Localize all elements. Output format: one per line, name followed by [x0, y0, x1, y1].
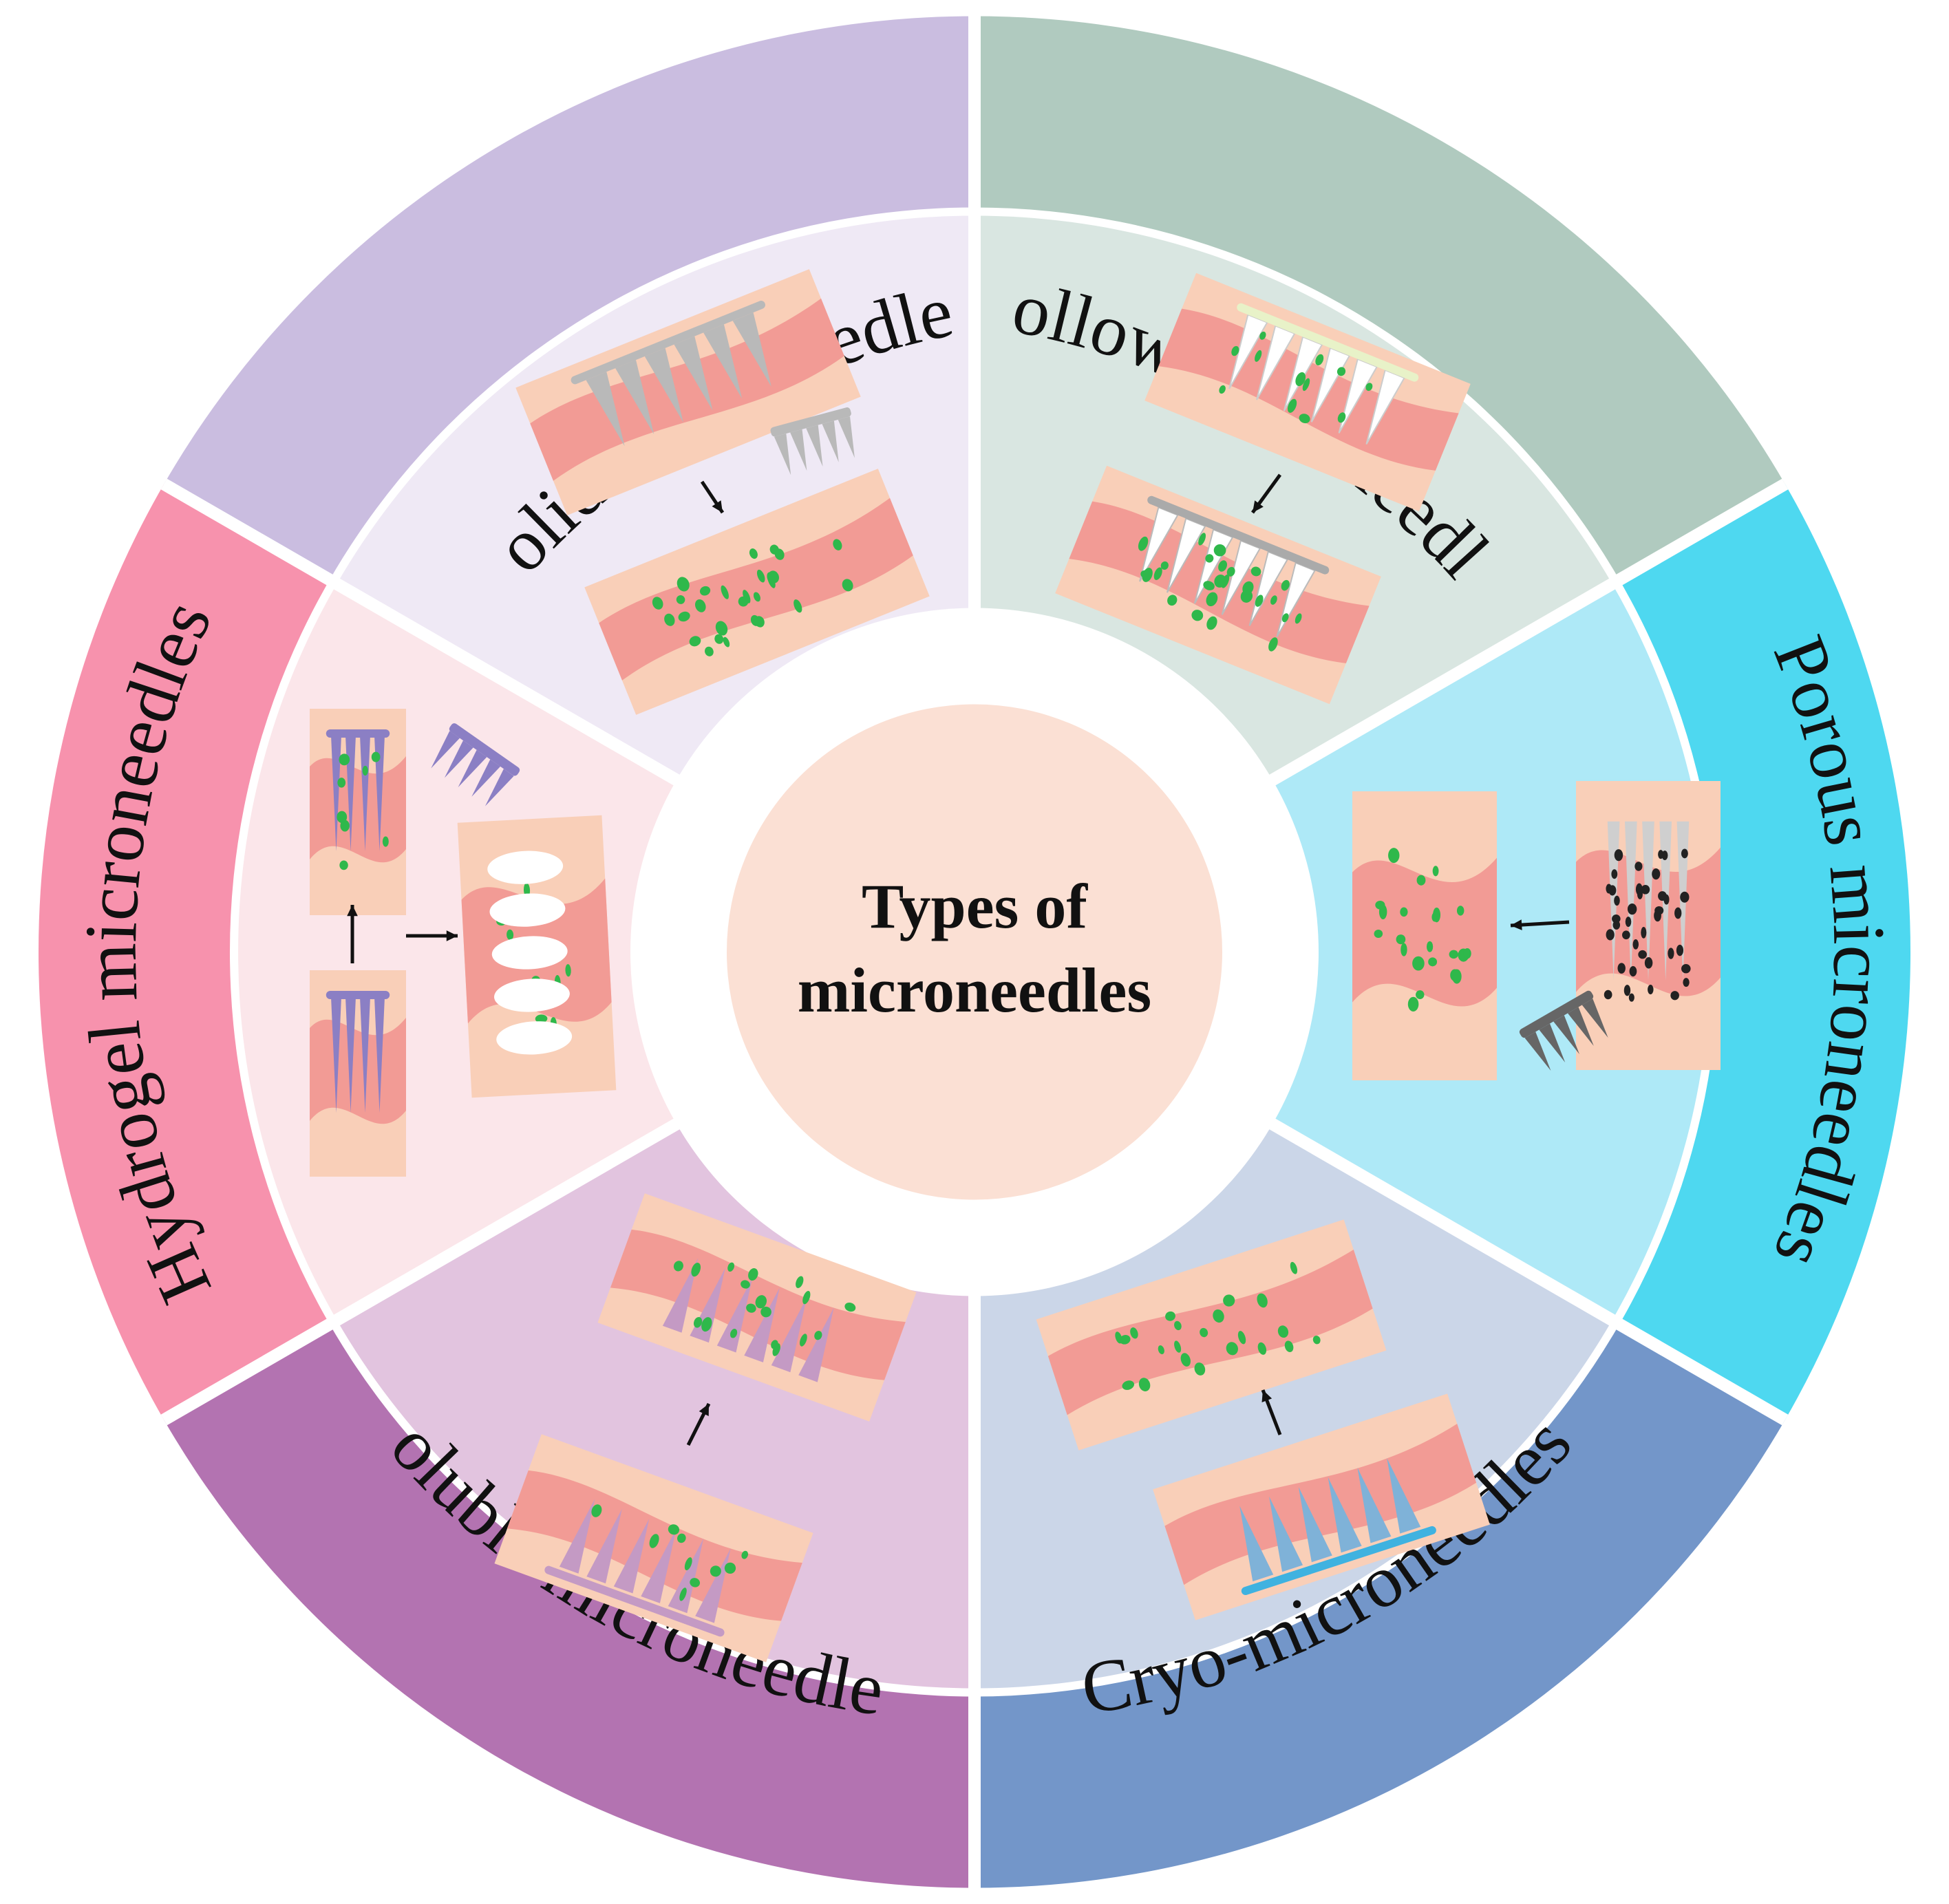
cryo-icon-step2 [1036, 1219, 1387, 1451]
hollow-icon-step1 [1144, 272, 1471, 512]
cryo-icon-step1 [1153, 1393, 1490, 1620]
hydrogel-arrow-right [406, 930, 458, 941]
hydrogel-icon-step1 [310, 970, 406, 1177]
solid-icon-step2 [584, 469, 930, 715]
hydrogel-icon-step3 [457, 815, 617, 1098]
hydrogel-needle-patch-icon [431, 723, 520, 806]
solid-needle-patch-icon [770, 407, 855, 475]
center-hub [727, 704, 1222, 1200]
solid-icon-step1 [515, 269, 861, 515]
center-title-line-2: microneedles [798, 955, 1151, 1025]
cryo-arrow [1261, 1389, 1282, 1435]
soluble-icon-step1 [494, 1434, 813, 1662]
soluble-icon-step2 [597, 1193, 917, 1422]
hollow-icon-step2 [1055, 465, 1381, 705]
porous-needle-patch-icon [1519, 990, 1608, 1071]
soluble-arrow [686, 1402, 711, 1446]
porous-icon-step2 [1352, 791, 1497, 1080]
sector-inner-porous [974, 584, 1711, 1320]
porous-icon-step1 [1576, 781, 1721, 1070]
center-title-line-1: Types of [862, 871, 1088, 941]
hydrogel-arrow-up [347, 905, 358, 963]
hydrogel-icon-step2 [310, 709, 406, 915]
illustrations [310, 269, 1721, 1662]
hollow-arrow [1250, 473, 1282, 514]
solid-arrow [700, 480, 725, 514]
porous-arrow [1510, 919, 1570, 930]
